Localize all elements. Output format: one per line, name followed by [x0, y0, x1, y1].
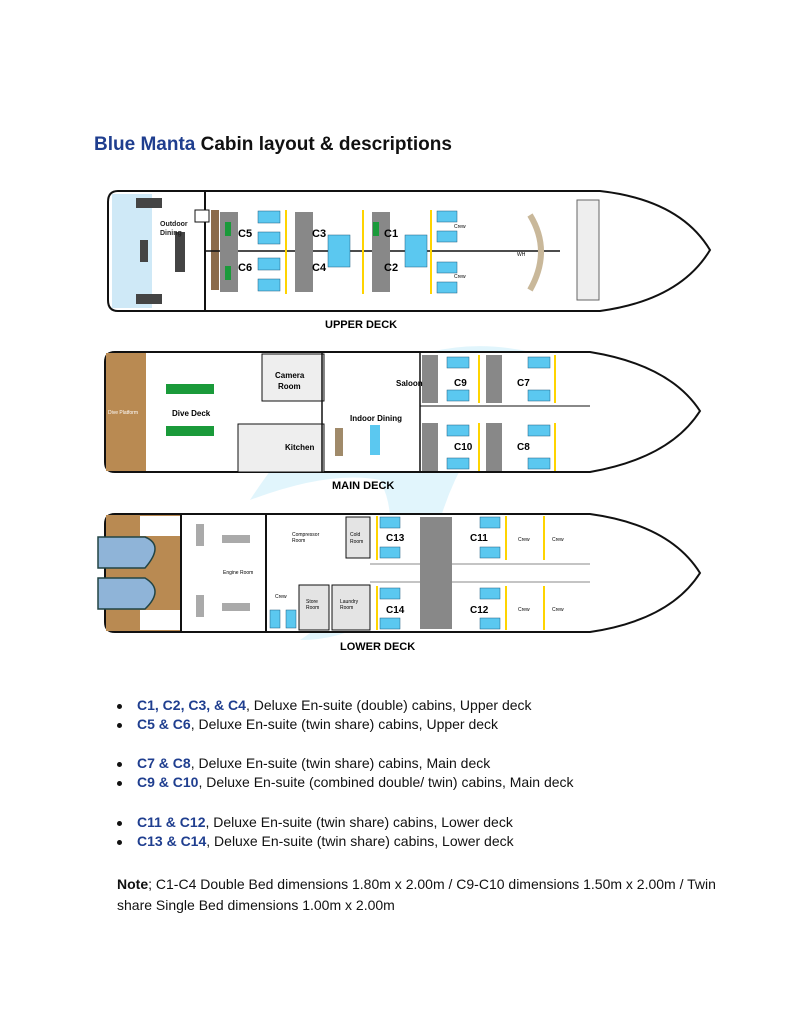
- deck-label: LOWER DECK: [340, 641, 415, 653]
- cabin-c11-label: C11: [470, 533, 488, 544]
- deck-label: MAIN DECK: [332, 480, 394, 492]
- cabin-c3-label: C3: [312, 228, 326, 240]
- page-title: Blue Manta Cabin layout & descriptions: [94, 134, 452, 156]
- cabin-description: , Deluxe En-suite (twin share) cabins, U…: [190, 716, 499, 732]
- cabin-codes: C5 & C6: [137, 716, 191, 732]
- cabin-description: , Deluxe En-suite (double) cabins, Upper…: [245, 697, 532, 713]
- room-label: Store: [306, 599, 318, 605]
- cabin-c4-label: C4: [312, 262, 327, 274]
- cabin-description: , Deluxe En-suite (twin share) cabins, L…: [205, 814, 513, 830]
- crew-label: Crew: [275, 594, 287, 600]
- room-label: Dive Platform: [108, 410, 138, 416]
- cabin-codes: C11 & C12: [137, 814, 206, 830]
- room-label: Room: [306, 605, 319, 611]
- note-label: Note: [117, 876, 149, 892]
- cabin-codes: C13 & C14: [137, 833, 207, 849]
- cabin-c8-label: C8: [517, 442, 530, 453]
- room-label: Room: [340, 605, 353, 611]
- room-label: Room: [350, 539, 363, 545]
- main-deck: Dive Platform Dive Deck Camera Room Salo…: [104, 351, 702, 492]
- room-label: Cold: [350, 532, 361, 538]
- cabin-description: , Deluxe En-suite (twin share) cabins, L…: [206, 833, 514, 849]
- bullet-item: C9 & C10, Deluxe En-suite (combined doub…: [117, 774, 574, 790]
- cabin-c14-label: C14: [386, 605, 405, 616]
- cabin-c13-label: C13: [386, 533, 405, 544]
- crew-label: Crew: [552, 607, 564, 613]
- cabin-description: , Deluxe En-suite (combined double/ twin…: [198, 774, 574, 790]
- cabin-c10-label: C10: [454, 442, 473, 453]
- title-rest: Cabin layout & descriptions: [195, 134, 452, 155]
- lower-deck: Engine Room Compressor Room Cold Room C1…: [97, 513, 702, 653]
- room-label: Engine Room: [223, 570, 253, 576]
- crew-label: Crew: [552, 537, 564, 543]
- room-label: Outdoor: [160, 221, 188, 228]
- bullet-item: C11 & C12, Deluxe En-suite (twin share) …: [117, 814, 513, 830]
- room-label: Camera: [275, 371, 305, 380]
- room-label: Room: [292, 538, 305, 544]
- cabin-c6-label: C6: [238, 262, 252, 274]
- cabin-c12-label: C12: [470, 605, 489, 616]
- bullet-item: C7 & C8, Deluxe En-suite (twin share) ca…: [117, 755, 490, 771]
- crew-label: Crew: [454, 274, 466, 280]
- wheelhouse-label: WH: [517, 252, 526, 258]
- room-label: Dining: [160, 230, 182, 237]
- cabin-codes: C9 & C10: [137, 774, 199, 790]
- deck-label: UPPER DECK: [325, 319, 397, 331]
- crew-label: Crew: [518, 607, 530, 613]
- room-label: Compressor: [292, 532, 320, 538]
- note-paragraph: Note; C1-C4 Double Bed dimensions 1.80m …: [117, 874, 717, 916]
- cabin-c1-label: C1: [384, 228, 398, 240]
- cabin-description: , Deluxe En-suite (twin share) cabins, M…: [190, 755, 491, 771]
- cabin-c5-label: C5: [238, 228, 252, 240]
- cabin-c9-label: C9: [454, 378, 467, 389]
- room-label: Laundry: [340, 599, 359, 605]
- room-label: Room: [278, 382, 301, 391]
- cabin-codes: C1, C2, C3, & C4: [137, 697, 246, 713]
- cabin-c7-label: C7: [517, 378, 530, 389]
- room-label: Indoor Dining: [350, 414, 402, 423]
- boat-name: Blue Manta: [94, 134, 196, 155]
- room-label: Dive Deck: [172, 409, 211, 418]
- cabin-c2-label: C2: [384, 262, 398, 274]
- upper-deck: Outdoor Dining C5 C6 C3 C4 C1 C2 Crew Cr…: [107, 190, 712, 331]
- bullet-item: C5 & C6, Deluxe En-suite (twin share) ca…: [117, 716, 498, 732]
- note-text: ; C1-C4 Double Bed dimensions 1.80m x 2.…: [117, 876, 716, 913]
- bullet-item: C13 & C14, Deluxe En-suite (twin share) …: [117, 833, 514, 849]
- bullet-item: C1, C2, C3, & C4, Deluxe En-suite (doubl…: [117, 697, 532, 713]
- room-label: Saloon: [396, 379, 423, 388]
- crew-label: Crew: [454, 224, 466, 230]
- room-label: Kitchen: [285, 443, 314, 452]
- cabin-codes: C7 & C8: [137, 755, 191, 771]
- crew-label: Crew: [518, 537, 530, 543]
